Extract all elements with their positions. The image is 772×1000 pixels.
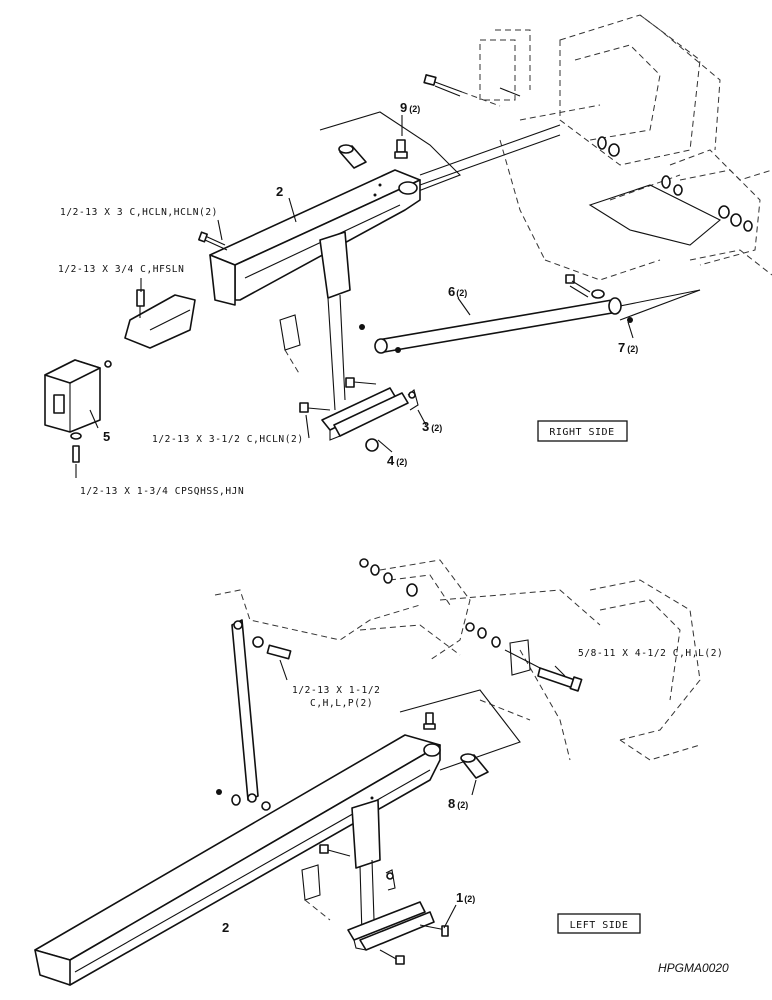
brace-bolt [565,274,605,299]
hardware-label-top: 1/2-13 X 3 C,HCLN,HCLN(2) [60,207,218,218]
brace-right [359,297,633,354]
arm-right [209,169,421,306]
bolt-icon [198,231,228,251]
part-num-3: 3(2) [422,419,442,434]
part-num-7: 7(2) [618,340,638,355]
right-side-box: RIGHT SIDE [537,420,628,442]
grease-fitting-icon [394,139,408,159]
leader-1 [443,904,457,929]
lower-bracket-left [347,901,449,965]
leader-link-hw [279,659,288,681]
lower-bracket-right [299,377,409,452]
lower-plate-outline [399,689,521,771]
frame-phantom-bottom [214,559,701,761]
right-side-assembly: 9(2) 2 1/2-13 X 3 C,HCLN,HCLN(2) 1/2-13 … [44,14,772,497]
plate-edge-2 [619,289,701,321]
link-bar-left [216,619,292,811]
part-num-5: 5 [103,429,110,444]
part-num-9: 9(2) [400,100,420,115]
hanger-plate-left [301,799,381,936]
leader-hw-top [217,219,223,241]
bushing-left [460,753,489,779]
part-num-2-right: 2 [276,184,283,199]
part-num-4: 4(2) [387,453,407,468]
leader-hw-bracket [305,414,310,439]
tie-rod [419,124,561,186]
leader-7 [627,321,634,339]
frame-bolt-top [423,74,521,107]
left-side-title: LEFT SIDE [570,920,629,931]
frame-washers-left [359,558,501,648]
mount-plate-outline [319,111,461,201]
figure-code: HPGMA0020 [658,961,729,975]
lock-pin-right [407,389,419,411]
frame-washers-right [597,136,753,232]
hardware-label-pivot: 5/8-11 X 4-1/2 C,H,L(2) [578,648,723,659]
right-side-title: RIGHT SIDE [549,427,614,438]
hardware-label-bracket: 1/2-13 X 3-1/2 C,HCLN(2) [152,434,304,445]
hardware-label-link-2: C,H,L,P(2) [310,698,373,709]
leader-8 [471,779,477,796]
part-num-8: 8(2) [448,796,468,811]
leader-6 [457,297,471,316]
leader-pivot [554,665,566,677]
hanger-plate-right [279,231,351,411]
left-side-assembly: 5/8-11 X 4-1/2 C,H,L(2) 1/2-13 X 1-1/2 C… [34,558,723,986]
part-num-1: 1(2) [456,890,475,905]
end-cap-right [44,359,112,433]
grease-fitting-left [423,712,436,730]
left-side-box: LEFT SIDE [557,913,641,934]
rear-plate-outline [588,184,721,246]
cap-bracket-right [124,289,196,349]
part-num-6: 6(2) [448,284,467,299]
leader-5 [89,409,99,429]
leader-3 [417,409,427,426]
pivot-bolt-left [504,639,583,692]
part-num-2-left: 2 [222,920,229,935]
bushing-top [338,144,367,169]
leader-4 [377,439,393,453]
lock-pin-left [385,869,396,891]
leader-2-right [288,197,297,223]
bottom-bolt [70,432,82,463]
hardware-label-link-1: 1/2-13 X 1-1/2 [292,685,380,696]
hardware-label-bottom: 1/2-13 X 1-3/4 CPSQHSS,HJN [80,486,244,497]
hardware-label-mid: 1/2-13 X 3/4 C,HFSLN [58,264,184,275]
arm-left [34,734,441,986]
